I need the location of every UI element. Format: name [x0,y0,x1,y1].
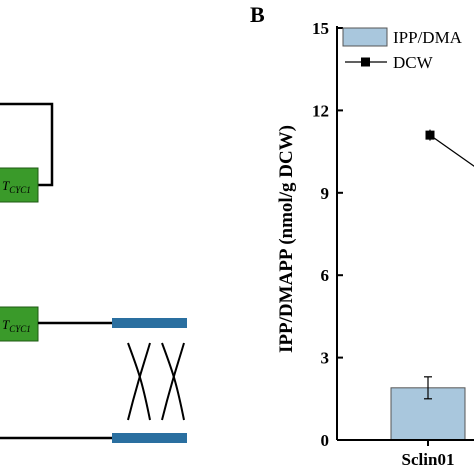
terminator-box-upper [0,167,39,203]
construct-diagram: TCYC1 TCYC1 [0,102,187,443]
dcw-line-segment [429,134,474,167]
legend-label-line: DCW [393,53,434,72]
y-tick-label-3: 3 [321,349,330,368]
x-tick-label-Sclin01: Sclin01 [402,450,455,469]
y-axis-label: IPP/DMAPP (nmol/g DCW) [276,125,297,353]
panel-label: B [250,2,265,27]
terminator-box-lower [0,306,39,342]
homology-arm-lower [112,433,187,443]
legend-swatch-marker [361,57,370,67]
terminator-label-upper: TCYC1 [2,178,31,195]
loop-connector-line [0,102,54,187]
legend-label-bar: IPP/DMA [393,28,463,47]
y-tick-label-15: 15 [312,19,329,38]
y-tick-label-6: 6 [321,266,330,285]
y-tick-label-12: 12 [312,101,329,120]
y-tick-label-0: 0 [321,431,330,450]
terminator-label-lower: TCYC1 [2,317,31,334]
dcw-point [425,130,435,140]
y-tick-label-9: 9 [321,184,330,203]
homology-arm-upper [112,318,187,328]
legend-swatch-bar [342,27,388,47]
recombination-crossover [127,342,185,421]
